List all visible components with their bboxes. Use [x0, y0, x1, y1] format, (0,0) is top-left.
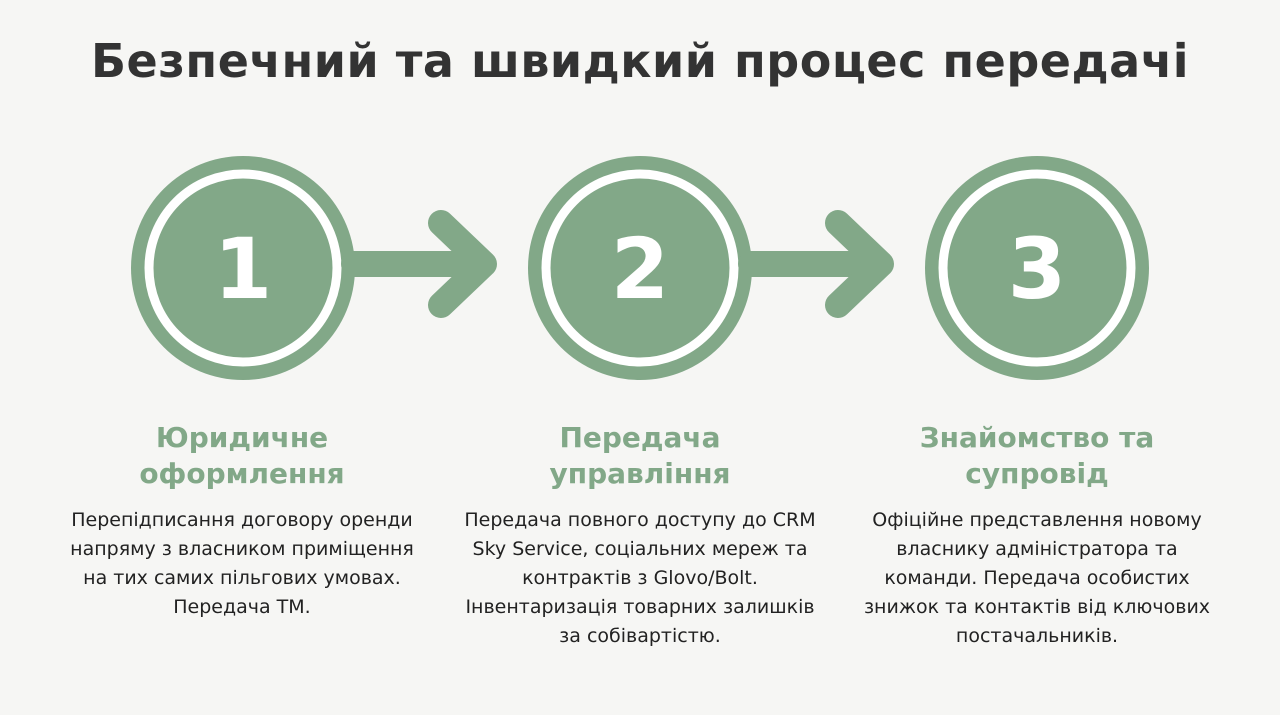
step-3-circle: 3	[925, 156, 1149, 380]
step-3-heading-line1: Знайомство та	[919, 421, 1155, 454]
step-3-number: 3	[1008, 220, 1066, 318]
step-3-description: Офіційне представлення новому власнику а…	[863, 509, 1211, 647]
step-1-description: Перепідписання договору оренди напряму з…	[70, 509, 414, 618]
step-3-heading: Знайомство та супровід	[857, 420, 1217, 492]
step-1-heading-line1: Юридичне	[155, 421, 329, 454]
arrow-2-icon	[738, 210, 894, 318]
step-2-circle: 2	[528, 156, 752, 380]
process-flow-diagram: 1 2 3	[131, 156, 1149, 380]
step-1-heading: Юридичне оформлення	[62, 420, 422, 492]
step-2-heading: Передача управління	[460, 420, 820, 492]
step-1-circle: 1	[131, 156, 355, 380]
step-1-heading-line2: оформлення	[139, 457, 345, 490]
step-1-number: 1	[214, 220, 272, 318]
step-2-description: Передача повного доступу до CRM Sky Serv…	[464, 509, 816, 647]
page-title: Безпечний та швидкий процес передачі	[90, 34, 1190, 88]
step-2-heading-line1: Передача	[559, 421, 721, 454]
step-2-heading-line2: управління	[549, 457, 731, 490]
arrow-1-icon	[341, 210, 497, 318]
step-3-heading-line2: супровід	[965, 457, 1109, 490]
step-2-number: 2	[611, 220, 669, 318]
